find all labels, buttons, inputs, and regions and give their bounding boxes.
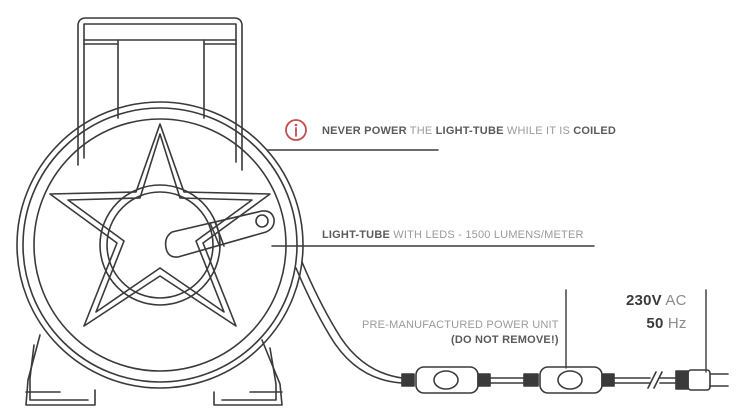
warning-part3: LIGHT-TUBE: [435, 125, 504, 137]
warning-part1: NEVER POWER: [322, 125, 407, 137]
power-unit-label: PRE-MANUFACTURED POWER UNIT (DO NOT REMOV…: [362, 318, 559, 348]
voltage-value: 230V: [626, 292, 662, 309]
power-unit-line2: (DO NOT REMOVE!): [450, 334, 559, 346]
light-tube-end: [164, 210, 275, 258]
reel-hub: [99, 184, 221, 306]
reel-wheel: [16, 101, 304, 389]
warning-label: NEVER POWER THE LIGHT-TUBE WHILE IT IS C…: [322, 125, 616, 137]
tube-part2: WITH LEDS - 1500 LUMENS/METER: [390, 229, 584, 241]
reel-frame: [77, 17, 243, 171]
warning-part4: WHILE IT IS: [503, 125, 574, 137]
reel-star: [49, 123, 271, 327]
power-plug: [675, 369, 729, 391]
voltage-unit: AC: [661, 292, 687, 309]
supply-label: 230V AC 50 Hz: [626, 290, 687, 336]
power-unit-line1: PRE-MANUFACTURED POWER UNIT: [362, 319, 559, 331]
power-unit: [401, 366, 677, 394]
light-tube-label: LIGHT-TUBE WITH LEDS - 1500 LUMENS/METER: [322, 229, 584, 241]
reel-feet: [25, 334, 283, 406]
info-circle-icon: [285, 119, 307, 141]
frequency-value: 50: [646, 315, 664, 332]
warning-part2: THE: [406, 125, 436, 137]
tube-part1: LIGHT-TUBE: [322, 229, 390, 241]
frequency-unit: Hz: [663, 315, 687, 332]
light-tube-cable: [301, 261, 403, 379]
warning-part5: COILED: [573, 125, 617, 137]
